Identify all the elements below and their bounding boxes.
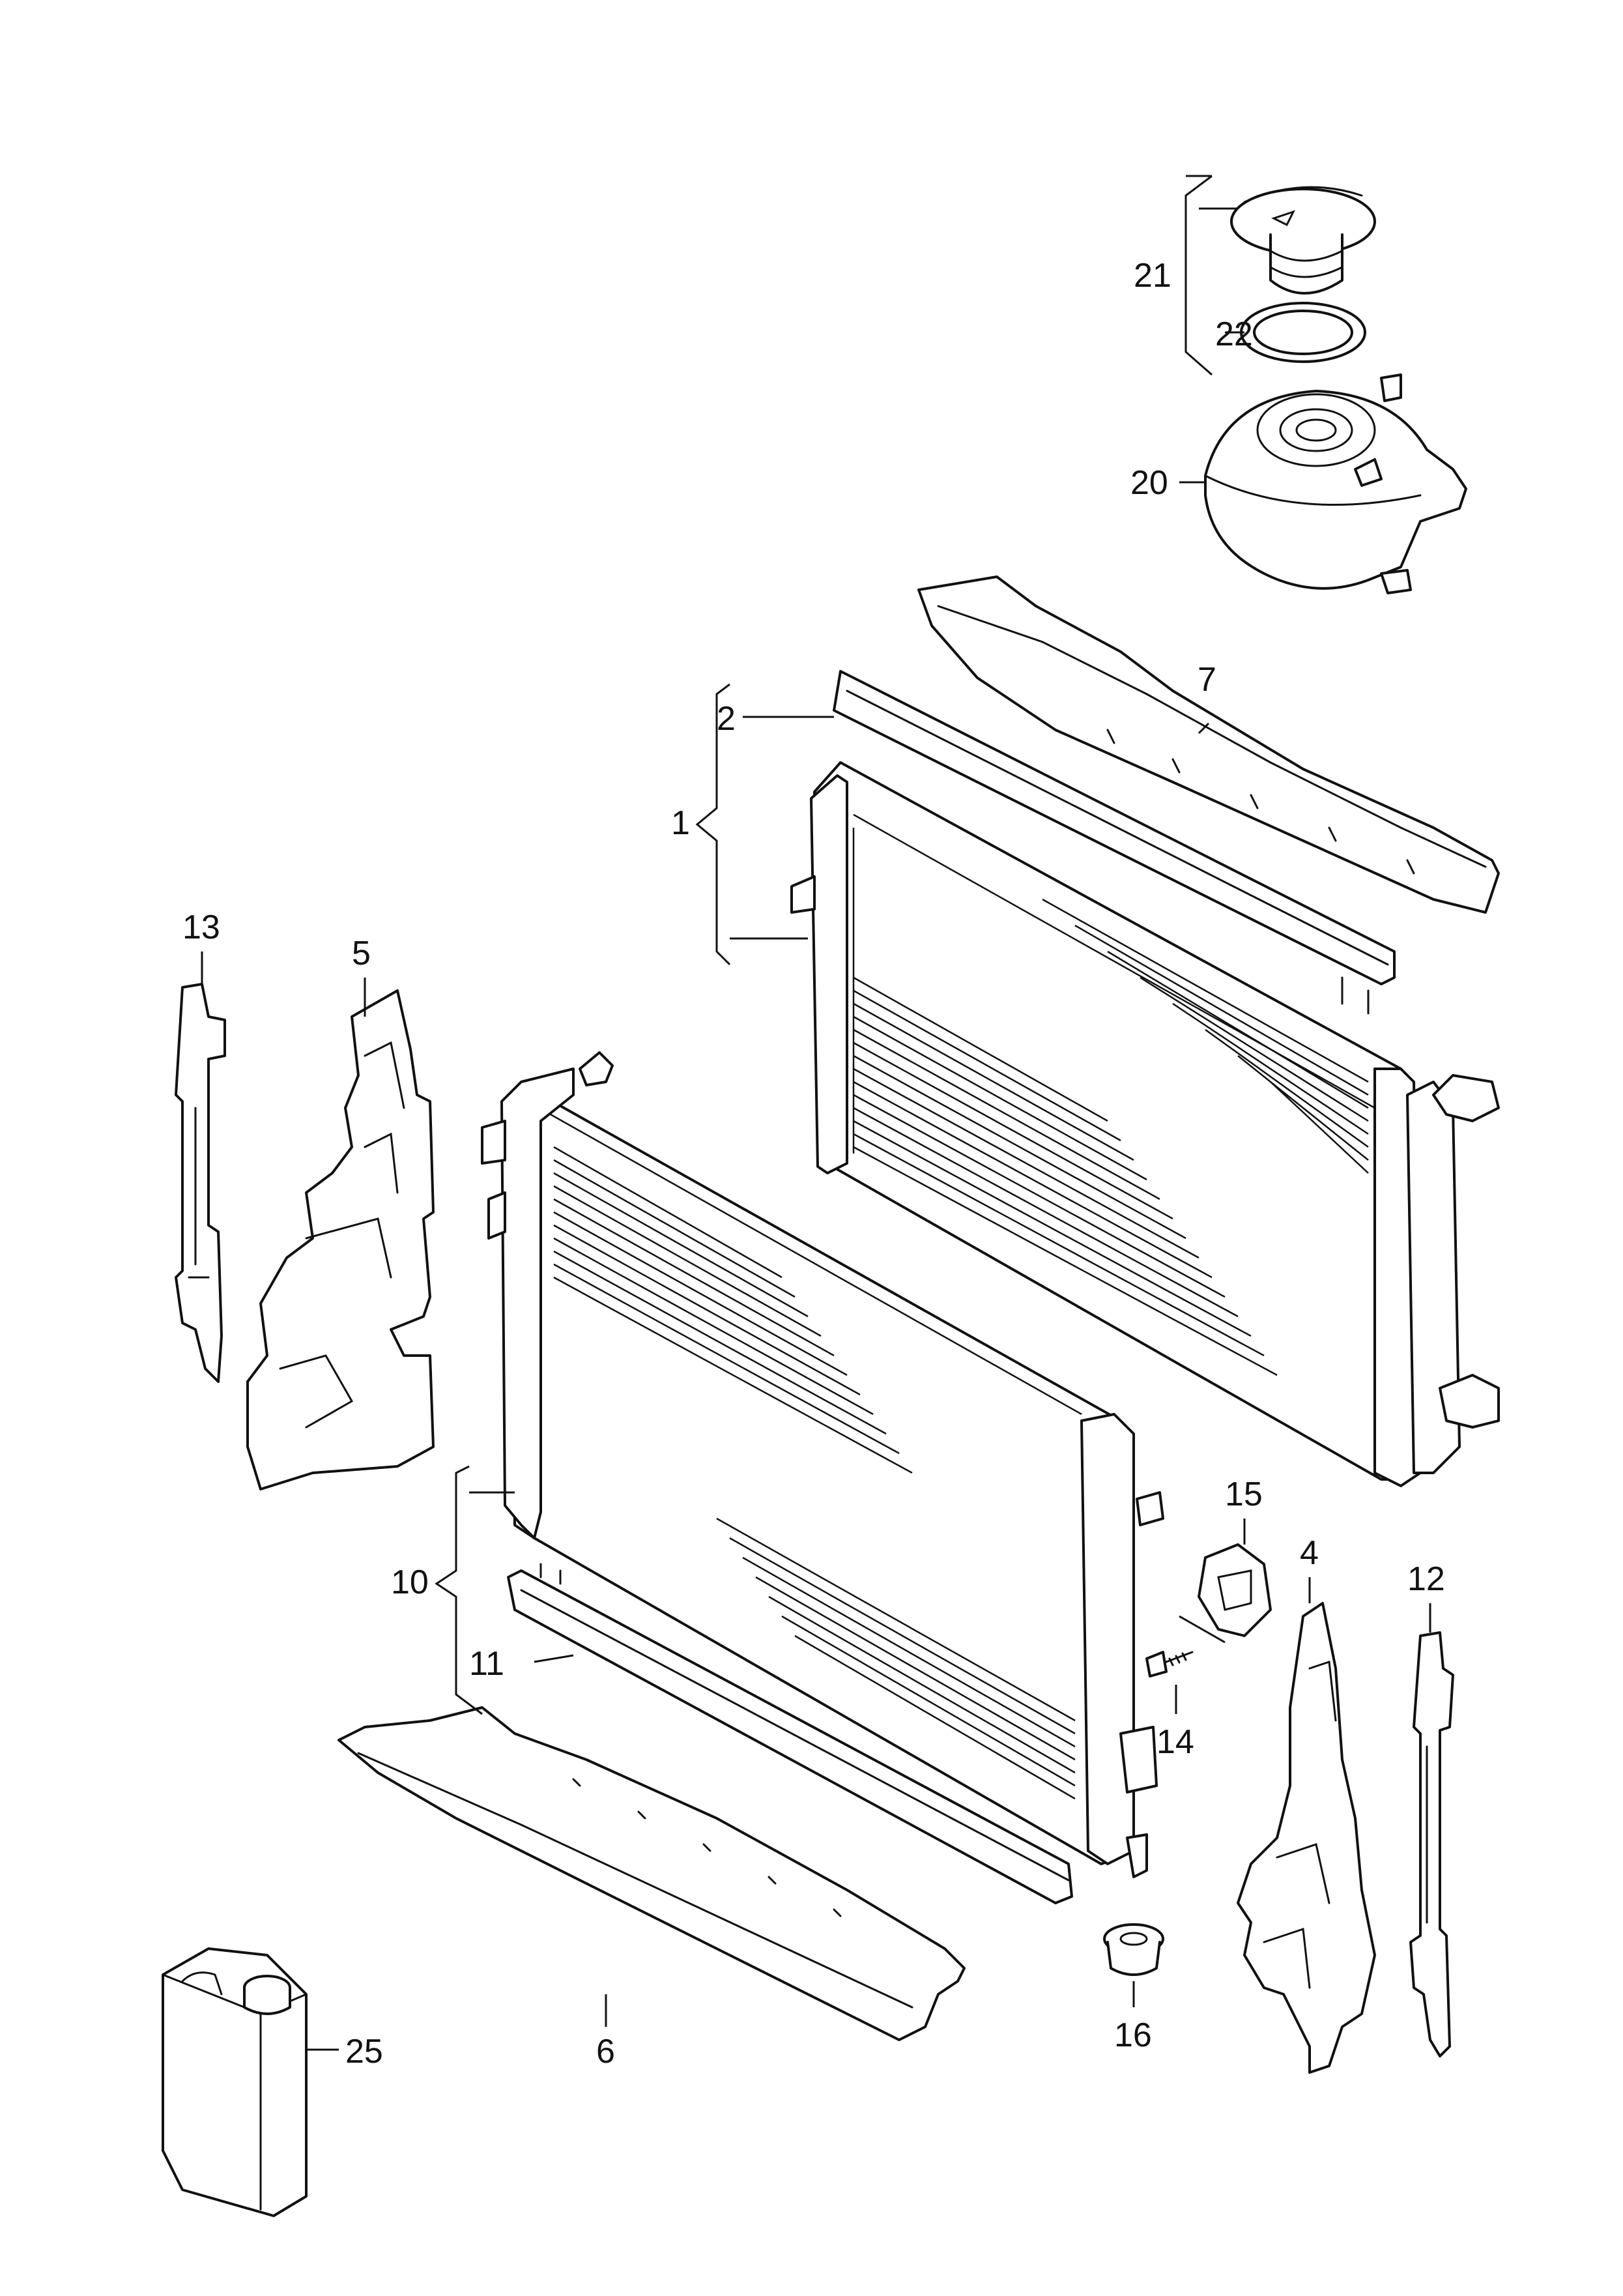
callout-20: 20 — [1130, 464, 1168, 502]
callout-5: 5 — [352, 935, 371, 972]
rubber-mount — [1103, 1923, 1164, 1976]
callout-16: 16 — [1114, 2016, 1152, 2054]
bracket — [1198, 1543, 1272, 1637]
air-guide-lower — [338, 1706, 966, 2041]
callout-11: 11 — [469, 1645, 504, 1683]
seal-strip-upper — [833, 670, 1396, 1015]
callout-4: 4 — [1300, 1534, 1319, 1572]
radiator-auxiliary — [481, 1051, 1164, 1878]
side-bracket-right — [1409, 1631, 1454, 2057]
reservoir-cap — [1230, 186, 1376, 295]
callout-10: 10 — [391, 1563, 429, 1601]
air-duct-left — [246, 989, 435, 1490]
side-bracket-left — [175, 983, 226, 1383]
callout-6: 6 — [596, 2033, 615, 2071]
coolant-canister — [162, 1947, 308, 2217]
callout-12: 12 — [1407, 1560, 1445, 1598]
callout-1: 1 — [671, 804, 690, 842]
callout-22: 22 — [1215, 315, 1253, 353]
radiator-main-fins — [852, 813, 1375, 1376]
callout-14: 14 — [1156, 1723, 1194, 1761]
radiator-main — [790, 761, 1500, 1487]
callout-25: 25 — [345, 2033, 383, 2071]
reservoir-seal-ring — [1240, 302, 1366, 363]
expansion-tank — [1204, 373, 1467, 594]
callout-2: 2 — [717, 700, 736, 738]
callout-21: 21 — [1134, 257, 1171, 295]
leader-lines — [201, 175, 1431, 2051]
callout-13: 13 — [182, 908, 220, 946]
callout-7: 7 — [1198, 661, 1216, 699]
screw — [1145, 1651, 1194, 1678]
radiator-auxiliary-fins — [550, 1113, 1082, 1800]
callout-15: 15 — [1225, 1475, 1263, 1513]
seal-strip-lower — [507, 1563, 1073, 1904]
air-duct-right — [1237, 1602, 1376, 2074]
air-guide-upper — [917, 575, 1500, 914]
